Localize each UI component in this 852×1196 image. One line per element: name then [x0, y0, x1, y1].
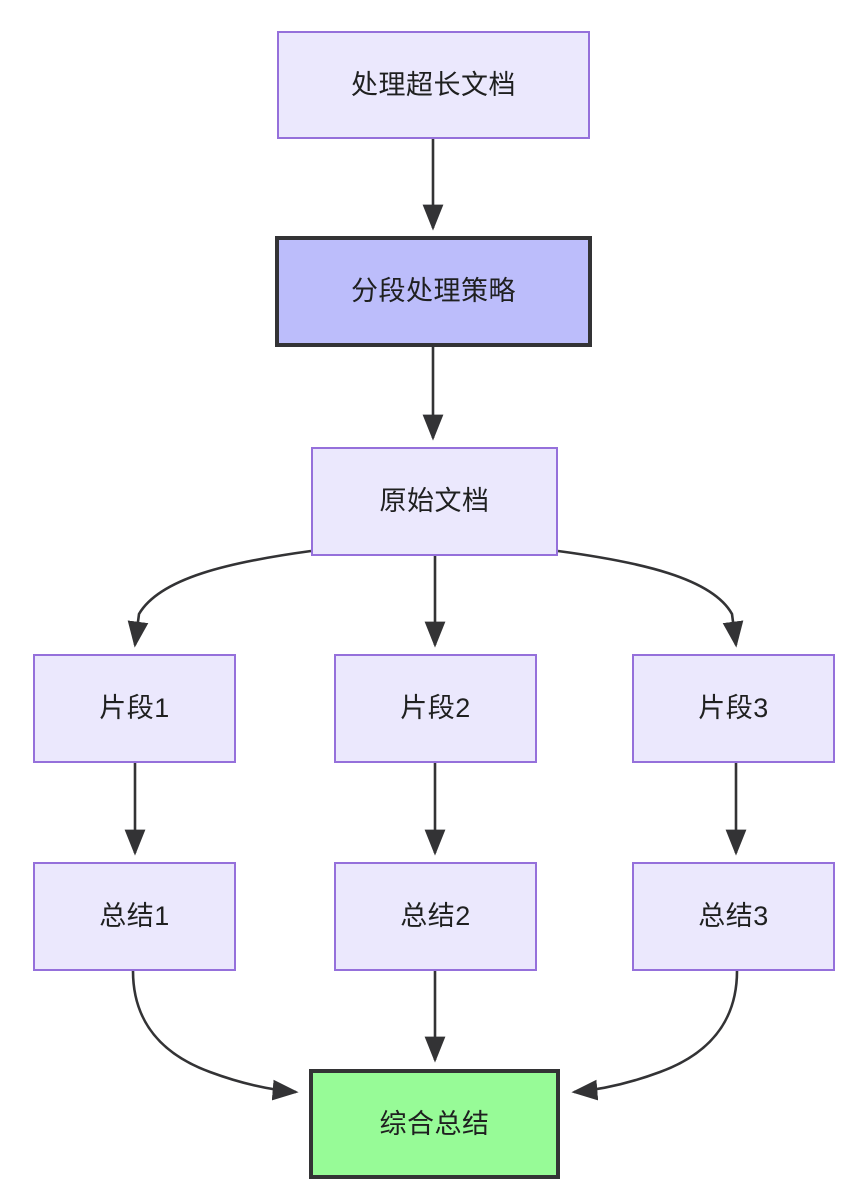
node-label: 片段2 [400, 693, 471, 724]
node-fragment-3[interactable]: 片段3 [632, 654, 835, 763]
node-label: 总结2 [400, 901, 471, 932]
edge-n3-n4 [127, 549, 312, 648]
node-fragment-1[interactable]: 片段1 [33, 654, 236, 763]
node-chunking-strategy[interactable]: 分段处理策略 [275, 236, 592, 347]
node-label: 总结1 [99, 901, 170, 932]
node-label: 综合总结 [379, 1108, 490, 1139]
node-summary-2[interactable]: 总结2 [334, 862, 537, 971]
node-summary-1[interactable]: 总结1 [33, 862, 236, 971]
node-process-long-document[interactable]: 处理超长文档 [277, 31, 590, 139]
edge-n7-n10 [131, 970, 299, 1101]
node-label: 分段处理策略 [351, 276, 516, 307]
node-label: 片段1 [99, 693, 170, 724]
edge-n9-n10 [571, 970, 739, 1101]
node-label: 原始文档 [379, 486, 490, 517]
node-fragment-2[interactable]: 片段2 [334, 654, 537, 763]
node-label: 片段3 [698, 693, 769, 724]
node-comprehensive-summary[interactable]: 综合总结 [309, 1069, 560, 1179]
node-label: 处理超长文档 [351, 69, 516, 100]
node-original-document[interactable]: 原始文档 [311, 447, 558, 556]
node-summary-3[interactable]: 总结3 [632, 862, 835, 971]
node-label: 总结3 [698, 901, 769, 932]
edge-n3-n6 [557, 549, 744, 648]
